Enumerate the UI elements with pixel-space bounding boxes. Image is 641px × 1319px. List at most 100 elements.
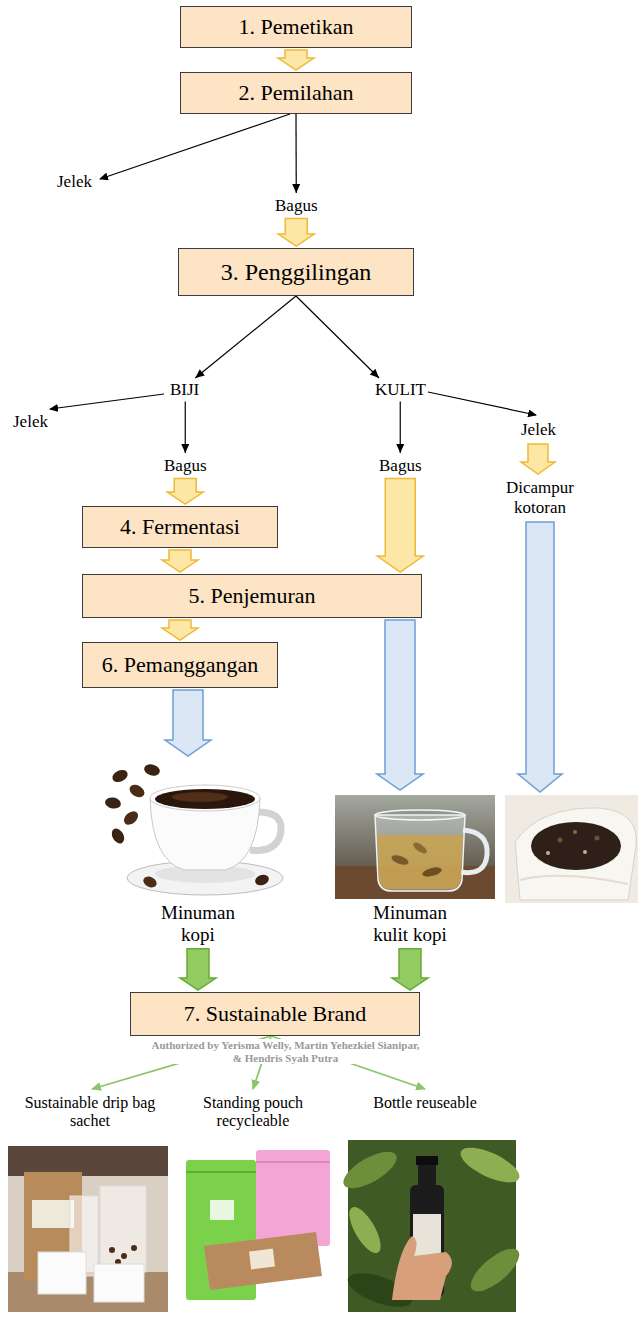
coffee-cup-illustration-part [142, 875, 159, 890]
husk-tea-illustration-part [421, 866, 442, 879]
husk-compost-illustration-part [583, 850, 587, 854]
reusable-bottle-photo-part [413, 1214, 441, 1256]
block-arrow [392, 949, 428, 990]
drip-bag-photo [8, 1146, 168, 1312]
husk-tea-illustration-part [390, 853, 410, 867]
arrow-head [370, 369, 379, 378]
reject-label: Jelek [521, 420, 556, 440]
edge-label: Bagus [275, 196, 318, 216]
step-label: 6. Pemanggangan [102, 653, 258, 677]
edge-label: Bagus [164, 456, 207, 476]
step-label: 2. Pemilahan [239, 81, 354, 105]
flow-connector [296, 296, 423, 572]
flow-line [195, 296, 296, 378]
standing-pouch-photo [178, 1140, 336, 1312]
reject-label: Jelek [13, 412, 48, 432]
process-step-box: 5. Penjemuran [82, 574, 422, 618]
flow-connector [165, 690, 216, 990]
reusable-bottle-photo-part [343, 1202, 386, 1257]
standing-pouch-photo-part [249, 1249, 275, 1270]
process-step-box: 1. Pemetikan [180, 6, 412, 48]
block-arrow [162, 550, 198, 572]
arrow-head [292, 184, 300, 193]
coffee-cup-illustration-part [150, 785, 260, 811]
block-arrow [278, 219, 314, 246]
block-arrow [180, 949, 216, 990]
leader-lines-part [100, 114, 290, 179]
husk-tea-illustration-part [335, 795, 495, 899]
waste-flow-arrows-part [521, 444, 555, 474]
step-label: 1. Pemetikan [239, 15, 354, 39]
edge-label: Bagus [379, 456, 422, 476]
coffee-cup-illustration-part [172, 792, 228, 802]
drip-bag-photo-part [8, 1146, 168, 1312]
drip-bag-photo-part [100, 1186, 146, 1272]
coffee-cup-illustration-part [121, 809, 140, 828]
coffee-cup-illustration-part [110, 768, 129, 785]
step-label: 5. Penjemuran [188, 584, 315, 608]
standing-pouch-photo-part [178, 1140, 336, 1312]
reusable-bottle-photo-part [392, 1236, 452, 1300]
standing-pouch-photo-part [256, 1161, 330, 1163]
branch-label: KULIT [375, 380, 426, 400]
note-label: Dicampur kotoran [494, 478, 586, 517]
reusable-bottle-photo-part [338, 1145, 402, 1196]
block-arrow [167, 479, 203, 504]
drip-bag-photo-part [109, 1247, 115, 1253]
leader-lines [50, 114, 536, 415]
husk-tea-illustration-part [377, 835, 463, 889]
drip-bag-photo-part [94, 1264, 144, 1302]
block-arrow [278, 50, 314, 70]
flow-connector [162, 620, 198, 640]
reusable-bottle-photo [338, 1140, 526, 1314]
drip-bag-photo-part [131, 1245, 137, 1251]
standing-pouch-photo-part [210, 1200, 234, 1220]
block-arrow [165, 690, 211, 756]
husk-compost-illustration-part [573, 830, 577, 834]
step-label: 7. Sustainable Brand [184, 1002, 367, 1026]
edge-label: Minuman kopi [148, 902, 248, 946]
drip-bag-photo-part [32, 1200, 74, 1228]
branch-label: BIJI [170, 380, 199, 400]
coffee-cup-illustration-part [143, 763, 161, 778]
reusable-bottle-photo-part [464, 1242, 525, 1299]
husk-compost-illustration-part [595, 836, 600, 841]
process-step-box: 7. Sustainable Brand [130, 992, 420, 1036]
husk-tea-illustration [335, 795, 495, 899]
packaging-label: Standing pouch recycleable [183, 1094, 323, 1131]
step-label: 4. Fermentasi [120, 515, 240, 539]
husk-compost-illustration-part [505, 795, 638, 903]
flow-line [296, 296, 379, 378]
reusable-bottle-photo-part [456, 1141, 524, 1190]
husk-compost-illustration-part [520, 876, 628, 884]
husk-compost-illustration-part [558, 838, 563, 843]
husk-compost-illustration [505, 795, 638, 903]
husk-compost-illustration-part [546, 851, 550, 855]
arrow-head [181, 444, 189, 453]
packaging-label: Bottle reuseable [370, 1094, 480, 1112]
coffee-cup-illustration-part [127, 782, 146, 800]
edge-label: Minuman kulit kopi [355, 902, 465, 946]
arrow-head [195, 369, 205, 378]
drip-bag-photo-part [8, 1146, 168, 1176]
credit-watermark: Authorized by Yerisma Welly, Martin Yehe… [148, 1039, 423, 1064]
process-step-box: 4. Fermentasi [82, 506, 278, 548]
leader-lines-part [428, 392, 536, 415]
coffee-cup-illustration-part [109, 826, 127, 845]
waste-flow-arrows-part [518, 522, 562, 792]
process-step-box: 2. Pemilahan [180, 72, 412, 114]
coffee-cup-illustration-part [155, 789, 255, 809]
process-step-box: 6. Pemanggangan [82, 642, 278, 688]
reject-label: Jelek [57, 172, 92, 192]
block-arrow [377, 479, 423, 572]
arrow-head [396, 444, 404, 453]
process-step-box: 3. Penggilingan [178, 248, 414, 296]
husk-compost-illustration-part [515, 808, 636, 900]
standing-pouch-photo-part [256, 1150, 330, 1246]
coffee-cup-illustration-part [104, 796, 122, 810]
flow-connector [162, 550, 198, 572]
husk-tea-illustration-part [461, 830, 487, 873]
coffee-cup-illustration [104, 763, 283, 895]
flow-connector [278, 114, 314, 246]
